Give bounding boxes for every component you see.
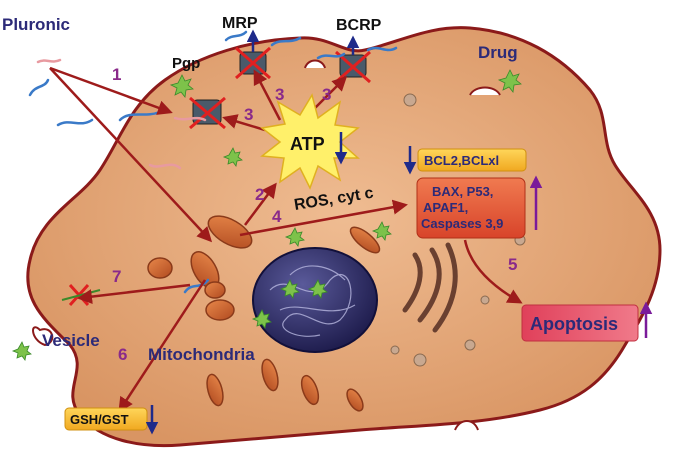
bcl-box bbox=[417, 148, 527, 172]
step-5: 5 bbox=[508, 255, 517, 274]
pathway-arrows bbox=[49, 66, 523, 413]
vesicle-bud bbox=[32, 326, 54, 347]
step-6: 6 bbox=[118, 345, 127, 364]
bcrp-transporter bbox=[335, 35, 371, 84]
label-bcrp: BCRP bbox=[336, 17, 382, 34]
step-2: 2 bbox=[255, 185, 264, 204]
golgi-apparatus bbox=[402, 242, 458, 333]
mrp-transporter bbox=[235, 29, 271, 80]
step-1: 1 bbox=[112, 65, 121, 84]
pluronic-polymers bbox=[28, 30, 398, 294]
label-pluronic: Pluronic bbox=[2, 15, 70, 34]
step-7: 7 bbox=[112, 267, 121, 286]
bax-box bbox=[416, 177, 526, 239]
nucleus bbox=[252, 247, 378, 353]
mitochondria-group bbox=[147, 215, 381, 412]
label-bax-line1: BAX, P53, bbox=[432, 184, 493, 199]
label-bcl: BCL2,BCLxl bbox=[424, 153, 499, 168]
label-drug: Drug bbox=[478, 43, 518, 62]
label-bax-line2: APAF1, bbox=[423, 200, 468, 215]
label-vesicle: Vesicle bbox=[42, 331, 100, 350]
step-3-mrp: 3 bbox=[275, 85, 284, 104]
cell-membrane bbox=[26, 26, 662, 448]
label-gsh: GSH/GST bbox=[70, 412, 129, 427]
label-bax-line3: Caspases 3,9 bbox=[421, 216, 503, 231]
label-mrp: MRP bbox=[222, 15, 258, 32]
drug-molecules bbox=[11, 69, 522, 361]
step-3-pgp: 3 bbox=[244, 105, 253, 124]
label-pgp: Pgp bbox=[172, 55, 200, 72]
label-apoptosis: Apoptosis bbox=[530, 314, 618, 334]
apoptosis-box bbox=[521, 304, 639, 342]
atp-burst bbox=[260, 93, 360, 190]
pgp-transporter bbox=[189, 96, 226, 130]
label-atp: ATP bbox=[290, 134, 325, 154]
step-3-bcrp: 3 bbox=[322, 85, 331, 104]
gsh-box bbox=[64, 407, 148, 431]
label-mitochondria: Mitochondria bbox=[148, 345, 255, 364]
step-4: 4 bbox=[272, 207, 282, 226]
